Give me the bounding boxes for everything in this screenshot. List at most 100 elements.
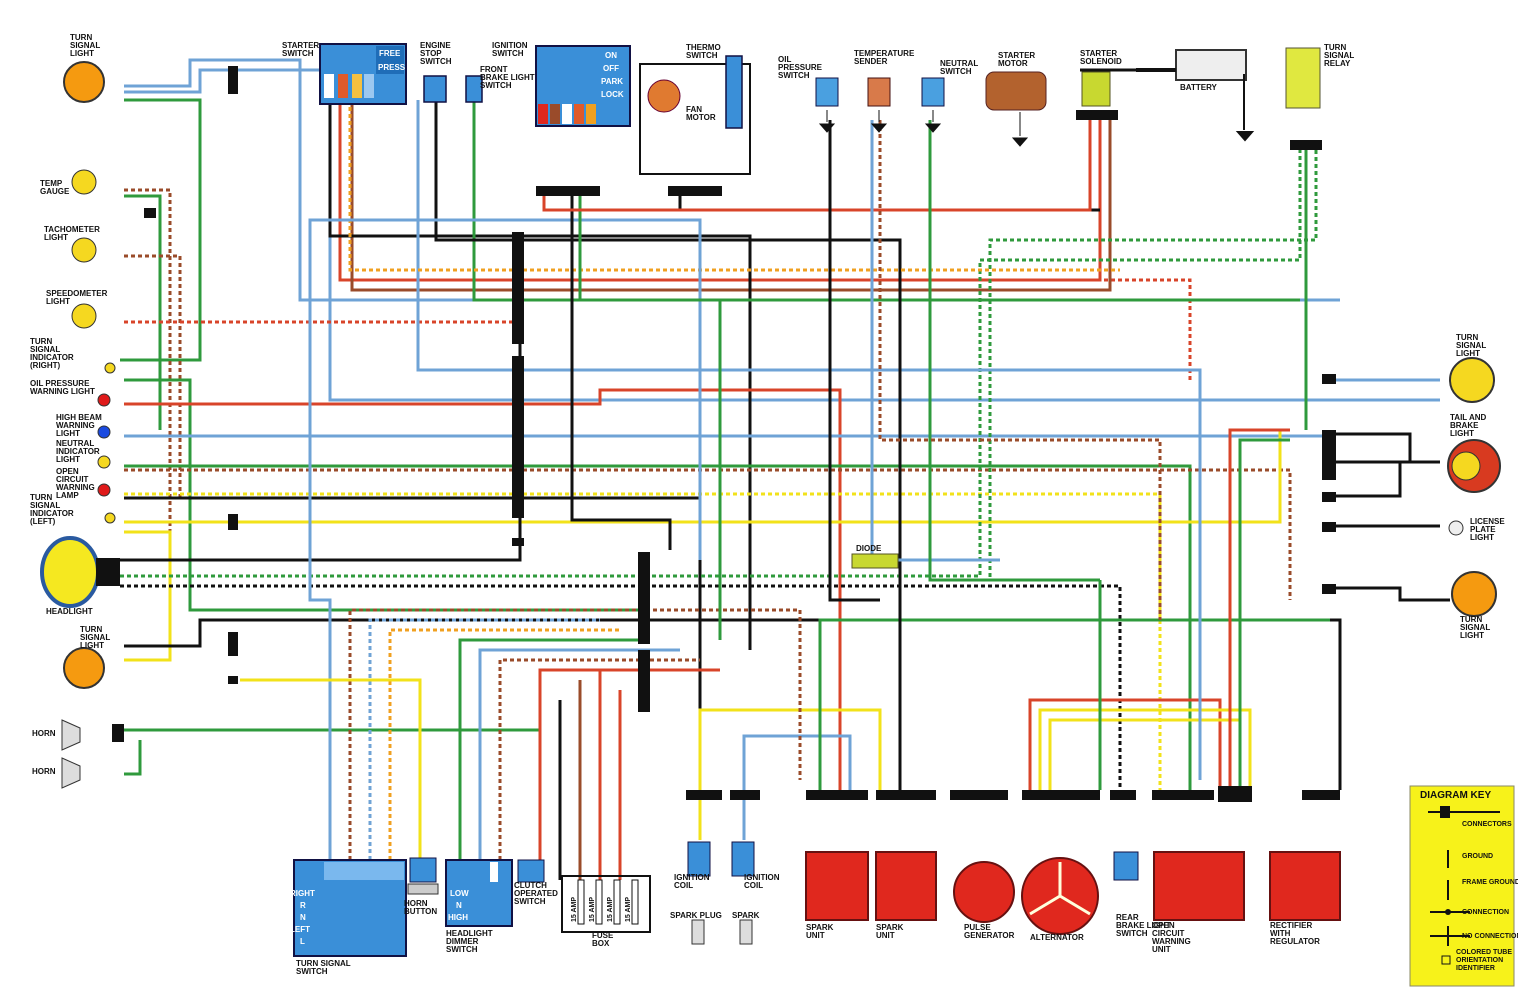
wire-black	[1336, 462, 1402, 498]
wire-blue	[416, 100, 1202, 780]
thermo-switch-assembly	[639, 55, 751, 175]
dimmer-row-0: LOW	[450, 889, 469, 898]
starter-switch-press: PRESS	[378, 63, 406, 72]
label-bottom-8: SPARK	[732, 911, 760, 920]
wire-blue	[124, 68, 1440, 402]
engine-stop-switch	[423, 75, 447, 103]
key-item-3: CONNECTION	[1462, 909, 1509, 916]
wire-yellow	[240, 678, 422, 860]
connector-bars	[112, 66, 1340, 802]
rear-brake-light-switch	[1113, 851, 1139, 881]
ignition-coils	[687, 841, 755, 945]
wire-red	[124, 278, 1192, 380]
wire-black	[120, 584, 1122, 790]
dimmer-row-1: N	[456, 901, 462, 910]
wire-black	[124, 618, 1342, 790]
battery	[1136, 49, 1255, 142]
wire-blue	[368, 618, 600, 860]
left-lamps	[40, 61, 120, 789]
turn-signal-relay	[1285, 47, 1321, 109]
wire-green	[988, 150, 1318, 580]
wire-brown	[878, 120, 1162, 620]
wire-brown	[348, 608, 802, 860]
spark-units	[805, 851, 937, 921]
ignition-switch: ON OFF PARK LOCK	[535, 45, 631, 127]
wire-blue	[308, 218, 702, 860]
fuse-body	[577, 879, 585, 925]
diode: DIODE	[851, 544, 899, 569]
diode-label: DIODE	[856, 544, 882, 553]
key-item-1: GROUND	[1462, 853, 1493, 860]
wire-black	[124, 496, 702, 810]
fuse-body	[613, 879, 621, 925]
wire-yellow	[698, 708, 882, 840]
horn-button	[407, 857, 439, 895]
wire-green	[928, 120, 1100, 582]
wire-blue	[478, 648, 680, 860]
fuse-0: 15 AMP	[571, 897, 578, 922]
wire-black	[120, 340, 522, 562]
front-brake-light-switch	[465, 75, 483, 103]
wire-red	[1228, 428, 1290, 790]
wire-brown	[124, 254, 182, 500]
headlight-dimmer-switch	[445, 859, 513, 927]
fuse-3: 15 AMP	[625, 897, 632, 922]
rectifier-with-regulator	[1269, 851, 1341, 921]
wire-yellow	[124, 430, 1282, 524]
wire-brown	[498, 658, 700, 860]
ignition-lock: LOCK	[601, 90, 624, 99]
turn-signal-row-4: L	[300, 937, 305, 946]
wire-yellow	[1048, 718, 1242, 790]
fuse-1: 15 AMP	[589, 897, 596, 922]
fuse-body	[631, 879, 639, 925]
wire-brown	[350, 100, 1112, 292]
label-bottom-7: SPARK PLUG	[670, 911, 722, 920]
starter-motor	[985, 71, 1047, 147]
wire-green	[458, 638, 650, 860]
dimmer-row-2: HIGH	[448, 913, 468, 922]
wire-brown	[124, 468, 1292, 600]
temperature-sender	[867, 77, 891, 133]
starter-solenoid	[1081, 71, 1111, 107]
turn-signal-row-2: N	[300, 913, 306, 922]
turn-signal-row-1: R	[300, 901, 306, 910]
label-top-11: BATTERY	[1180, 83, 1218, 92]
label-left-12: HORN	[32, 729, 56, 738]
turn-signal-row-0: RIGHT	[290, 889, 315, 898]
wire-black	[570, 186, 672, 550]
wire-orange	[388, 628, 620, 860]
wire-green	[818, 618, 1330, 790]
wire-yellow	[1038, 708, 1252, 790]
label-left-13: HORN	[32, 767, 56, 776]
wire-black	[1336, 586, 1450, 602]
